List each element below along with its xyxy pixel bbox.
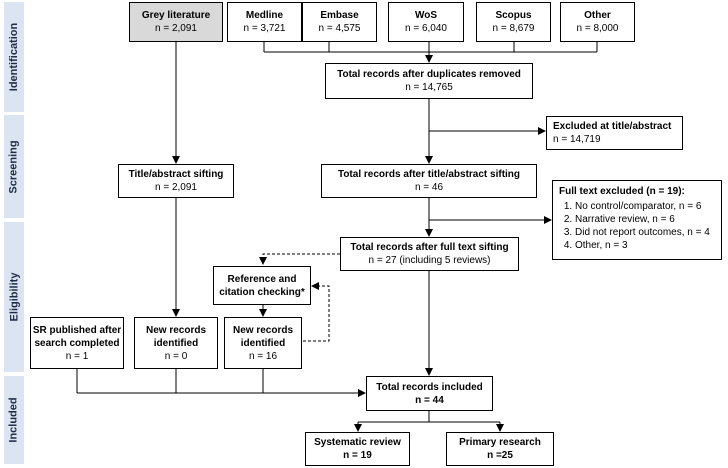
reference-checking-line1: Reference and	[227, 273, 297, 285]
source-wos: WoS n = 6,040	[388, 2, 464, 42]
source-count: n = 6,040	[405, 23, 447, 34]
fulltext-sifting-count: n = 27 (including 5 reviews)	[368, 255, 491, 266]
fulltext-excluded-box: Full text excluded (n = 19): No control/…	[552, 180, 722, 260]
grey-sifting-box: Title/abstract sifting n = 2,091	[118, 164, 234, 198]
source-other: Other n = 8,000	[560, 2, 635, 42]
source-count: n = 3,721	[243, 23, 286, 34]
new-records-count: n = 16	[248, 350, 278, 362]
grey-sifting-count: n = 2,091	[155, 182, 197, 193]
source-name: Embase	[320, 10, 359, 21]
fulltext-sifting-title: Total records after full text sifting	[350, 242, 509, 253]
primary-title: Primary research	[459, 437, 541, 448]
sr-count: n = 1	[65, 350, 89, 362]
source-name: Medline	[245, 10, 284, 21]
source-count: n = 4,575	[318, 23, 361, 34]
source-count: n = 8,000	[576, 23, 619, 34]
new-records-line2: identified	[153, 337, 199, 349]
stage-included: Included	[4, 376, 24, 464]
list-item: No control/comparator, n = 6	[575, 200, 710, 213]
fulltext-excluded-title: Full text excluded (n = 19):	[559, 186, 685, 197]
source-grey-literature: Grey literature n = 2,091	[129, 2, 223, 42]
reference-checking-line2: citation checking*	[219, 286, 305, 298]
fulltext-excluded-list: No control/comparator, n = 6 Narrative r…	[559, 200, 710, 252]
primary-research-box: Primary research n =25	[446, 432, 554, 466]
new-records-reference-box: New records identified n = 16	[224, 317, 302, 369]
sr-line1: SR published after	[32, 324, 122, 336]
list-item: Did not report outcomes, n = 4	[575, 226, 710, 239]
new-records-count: n = 0	[164, 350, 188, 362]
list-item: Narrative review, n = 6	[575, 213, 710, 226]
excluded-title-abstract-box: Excluded at title/abstract n = 14,719	[546, 116, 683, 150]
dedup-title: Total records after duplicates removed	[337, 69, 521, 80]
new-records-line2: identified	[240, 337, 286, 349]
source-name: Other	[584, 10, 611, 21]
systematic-review-box: Systematic review n = 19	[305, 432, 410, 466]
included-title: Total records included	[376, 381, 483, 393]
systematic-title: Systematic review	[314, 437, 401, 448]
grey-sifting-title: Title/abstract sifting	[128, 169, 224, 180]
stage-screening: Screening	[4, 115, 24, 218]
dedup-box: Total records after duplicates removed n…	[325, 63, 533, 99]
systematic-count: n = 19	[343, 450, 372, 461]
stage-eligibility: Eligibility	[4, 222, 24, 372]
primary-count: n =25	[487, 450, 513, 461]
source-name: Grey literature	[141, 10, 211, 21]
new-records-grey-box: New records identified n = 0	[134, 317, 218, 369]
fulltext-sifting-box: Total records after full text sifting n …	[340, 237, 519, 271]
sr-line2: search completed	[34, 337, 120, 349]
source-name: Scopus	[495, 10, 532, 21]
dedup-count: n = 14,765	[405, 82, 453, 93]
source-name: WoS	[414, 10, 438, 21]
list-item: Other, n = 3	[575, 239, 710, 252]
source-medline: Medline n = 3,721	[227, 2, 302, 42]
total-included-box: Total records included n = 44	[366, 376, 493, 411]
excluded-count: n = 14,719	[553, 134, 601, 145]
source-embase: Embase n = 4,575	[302, 2, 377, 42]
excluded-title: Excluded at title/abstract	[553, 121, 672, 132]
sr-after-search-box: SR published after search completed n = …	[30, 317, 124, 369]
ta-sifting-count: n = 46	[414, 182, 444, 193]
source-scopus: Scopus n = 8,679	[476, 2, 551, 42]
stage-identification: Identification	[4, 2, 24, 112]
new-records-line1: New records	[145, 324, 207, 336]
reference-checking-box: Reference and citation checking*	[213, 266, 311, 305]
included-count: n = 44	[415, 394, 444, 406]
source-count: n = 2,091	[155, 23, 197, 34]
new-records-line1: New records	[232, 324, 294, 336]
ta-sifting-title: Total records after title/abstract sifti…	[337, 169, 521, 180]
ta-sifting-box: Total records after title/abstract sifti…	[321, 164, 537, 198]
source-count: n = 8,679	[492, 23, 535, 34]
